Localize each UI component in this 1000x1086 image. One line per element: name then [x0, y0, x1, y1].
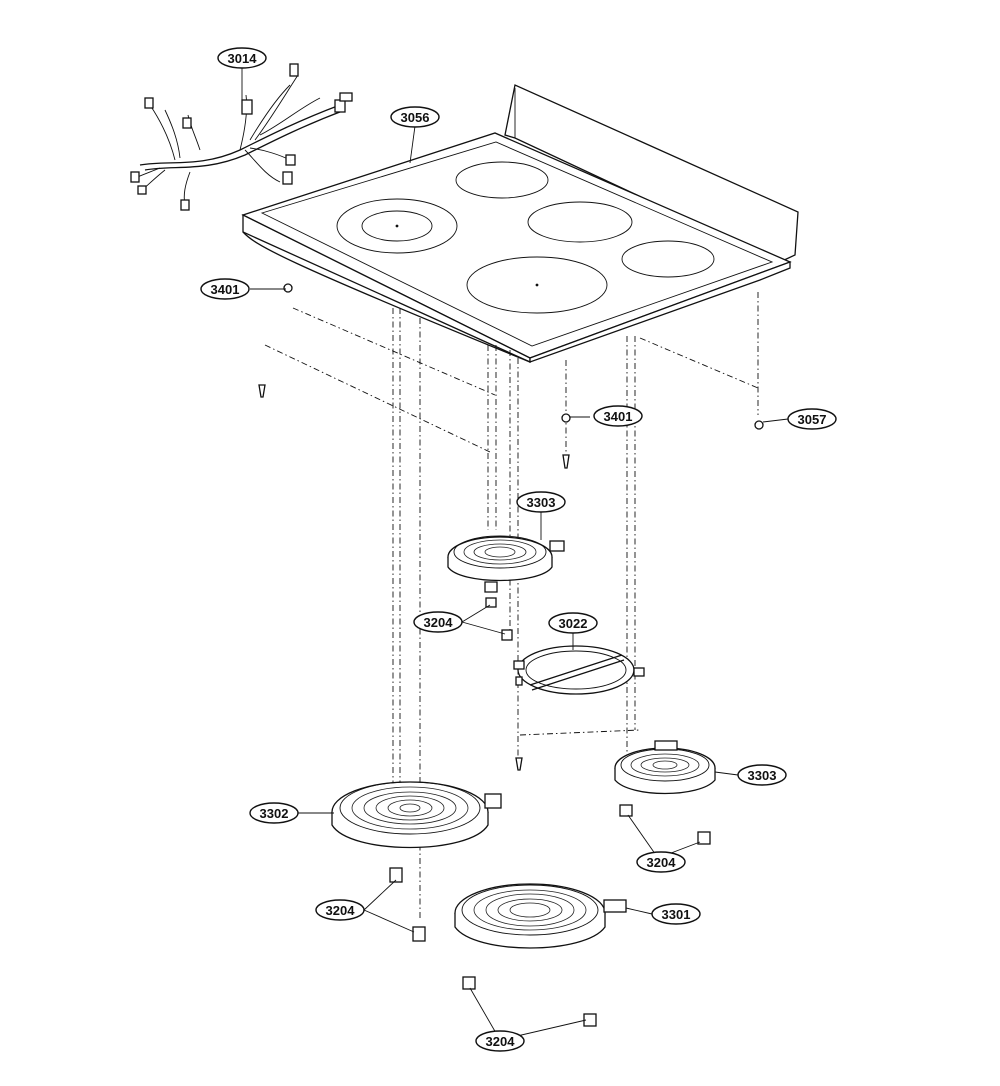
- cooktop-glass: [241, 84, 799, 364]
- part-label-3057: 3057: [787, 408, 837, 430]
- svg-text:3204: 3204: [647, 855, 677, 870]
- part-label-3303-top: 3303: [516, 491, 566, 513]
- part-label-3401-right: 3401: [593, 405, 643, 427]
- svg-text:3204: 3204: [326, 903, 356, 918]
- svg-text:3303: 3303: [527, 495, 556, 510]
- svg-text:3302: 3302: [260, 806, 289, 821]
- svg-text:3022: 3022: [559, 616, 588, 631]
- part-label-3401-left: 3401: [200, 278, 250, 300]
- part-label-3056: 3056: [390, 106, 440, 128]
- part-label-3303-right: 3303: [737, 764, 787, 786]
- part-label-3204-left: 3204: [315, 899, 365, 921]
- svg-text:3056: 3056: [401, 110, 430, 125]
- svg-text:3057: 3057: [798, 412, 827, 427]
- terminal-clip-3204-top: [485, 597, 513, 641]
- heating-element-3302: [331, 781, 502, 942]
- wire-harness: [130, 63, 353, 211]
- part-label-3204-bottom: 3204: [475, 1030, 525, 1052]
- part-label-3022: 3022: [548, 612, 598, 634]
- part-label-3204-top: 3204: [413, 611, 463, 633]
- part-label-3014: 3014: [217, 47, 267, 69]
- svg-text:3303: 3303: [748, 768, 777, 783]
- heating-element-3303-right: [614, 740, 716, 845]
- heating-element-3303-top: [447, 535, 565, 593]
- svg-text:3204: 3204: [486, 1034, 516, 1049]
- part-label-3204-right: 3204: [636, 851, 686, 873]
- svg-text:3401: 3401: [211, 282, 240, 297]
- svg-text:3301: 3301: [662, 907, 691, 922]
- bracket-3022: [513, 645, 645, 695]
- part-label-3301: 3301: [651, 903, 701, 925]
- heating-element-3301: [454, 883, 627, 949]
- terminal-clip-3204-bottom: [462, 976, 597, 1027]
- screws: [258, 283, 764, 771]
- svg-text:3014: 3014: [228, 51, 258, 66]
- svg-text:3204: 3204: [424, 615, 454, 630]
- part-label-3302: 3302: [249, 802, 299, 824]
- svg-text:3401: 3401: [604, 409, 633, 424]
